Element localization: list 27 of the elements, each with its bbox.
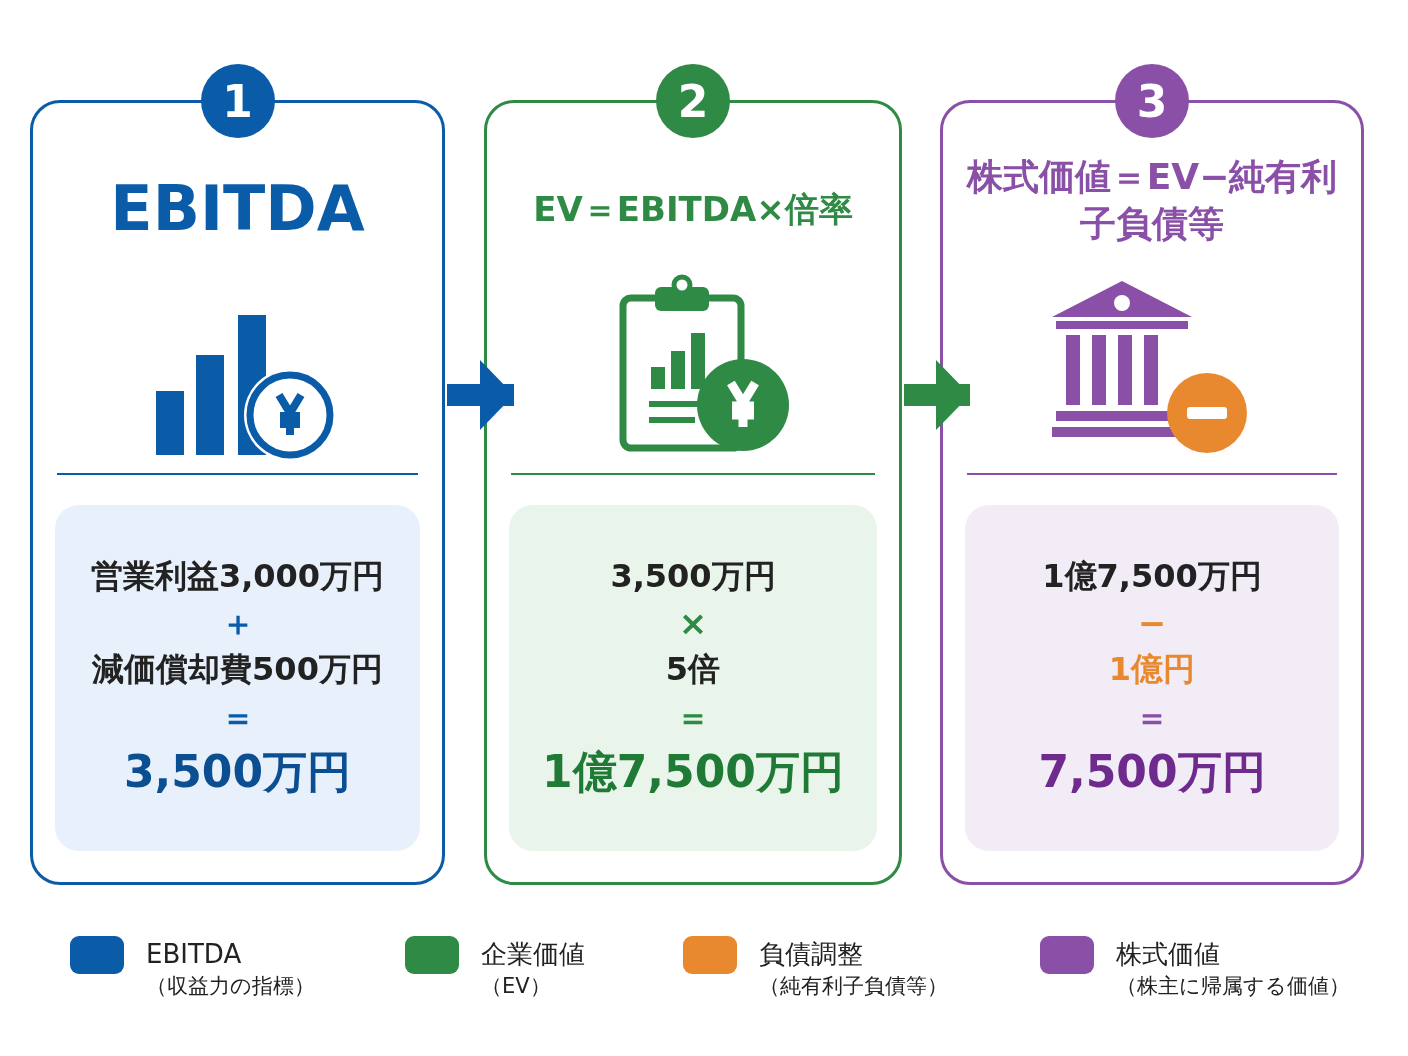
operator-symbol: ＋ <box>220 602 255 646</box>
amount-text: 減価償却費500万円 <box>92 649 383 691</box>
step-number: 1 <box>200 64 275 138</box>
step-number: 3 <box>1115 64 1189 138</box>
amount-text: 1億円 <box>1108 649 1196 691</box>
card-title: EBITDA <box>110 170 365 247</box>
operator-symbol: ＝ <box>676 696 710 739</box>
legend-text: 負債調整（純有利子負債等） <box>759 938 948 1001</box>
legend-text: 企業価値（EV） <box>481 938 585 1001</box>
result-value: 3,500万円 <box>123 745 352 800</box>
operator-symbol: × <box>678 602 708 646</box>
operator-symbol: − <box>1137 602 1167 646</box>
amount-text: 1億7,500万円 <box>1042 555 1262 597</box>
flow-arrow <box>904 360 970 430</box>
card-title: EV＝EBITDA×倍率 <box>533 187 853 231</box>
operator-symbol: ＝ <box>220 696 255 739</box>
card-title: 株式価値＝EV−純有利子負債等 <box>965 155 1339 246</box>
operator-symbol: ＝ <box>1135 696 1169 739</box>
amount-text: 3,500万円 <box>610 555 776 597</box>
amount-text: 5倍 <box>665 649 721 691</box>
flow-arrow <box>447 360 514 430</box>
step-number: 2 <box>656 64 730 138</box>
legend-text: 株式価値（株主に帰属する価値） <box>1116 938 1350 1001</box>
legend-text: EBITDA（収益力の指標） <box>146 938 315 1001</box>
result-value: 7,500万円 <box>1038 745 1266 800</box>
amount-text: 営業利益3,000万円 <box>90 555 385 597</box>
result-value: 1億7,500万円 <box>542 745 844 800</box>
